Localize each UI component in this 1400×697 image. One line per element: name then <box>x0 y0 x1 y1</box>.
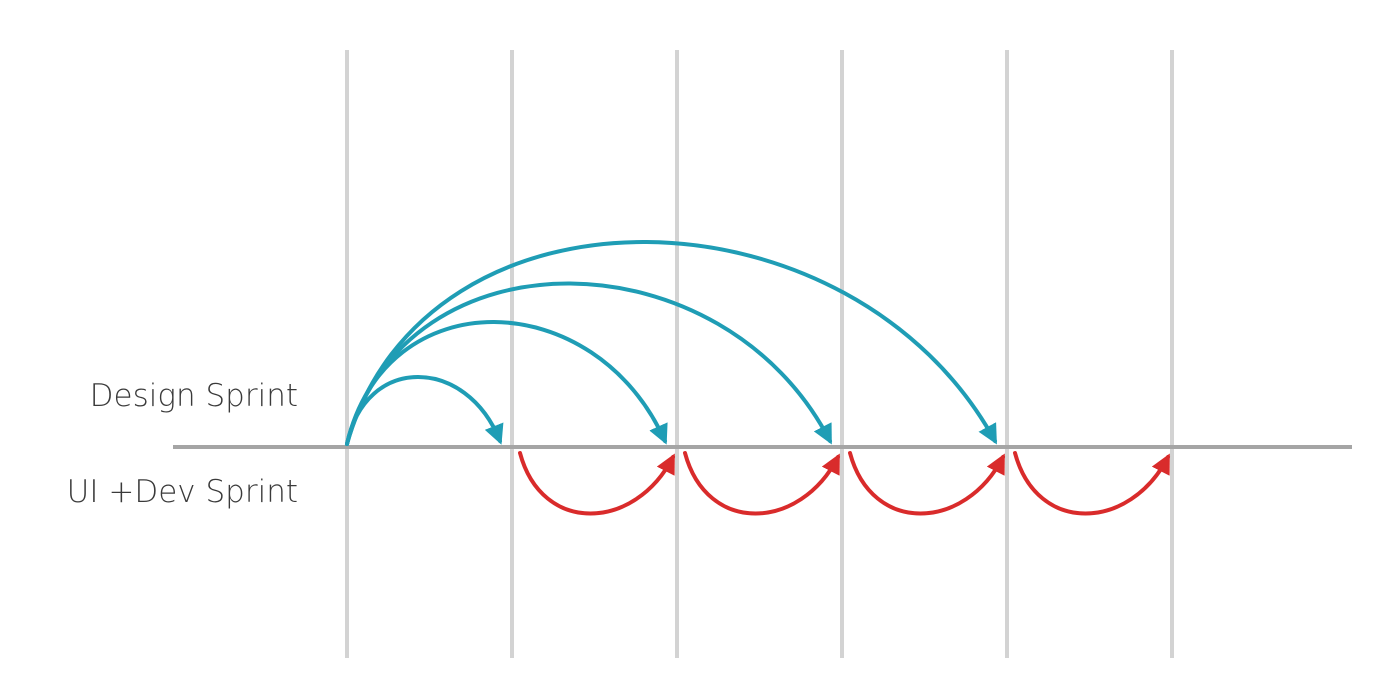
ui-dev-sprint-arrow <box>1013 451 1170 516</box>
design-sprint-arrow <box>345 240 997 446</box>
design-sprint-arrows <box>345 240 997 446</box>
ui-dev-sprint-arrow <box>683 451 840 516</box>
ui-dev-sprint-arrow <box>848 451 1005 516</box>
design-sprint-arrow <box>345 281 832 446</box>
sprint-gridlines <box>345 50 1174 658</box>
ui-dev-sprint-arrow <box>518 451 675 516</box>
ui-dev-sprint-arrows <box>518 451 1170 516</box>
design-sprint-label: Design Sprint <box>90 378 298 414</box>
ui-dev-sprint-label: UI +Dev Sprint <box>67 474 298 510</box>
